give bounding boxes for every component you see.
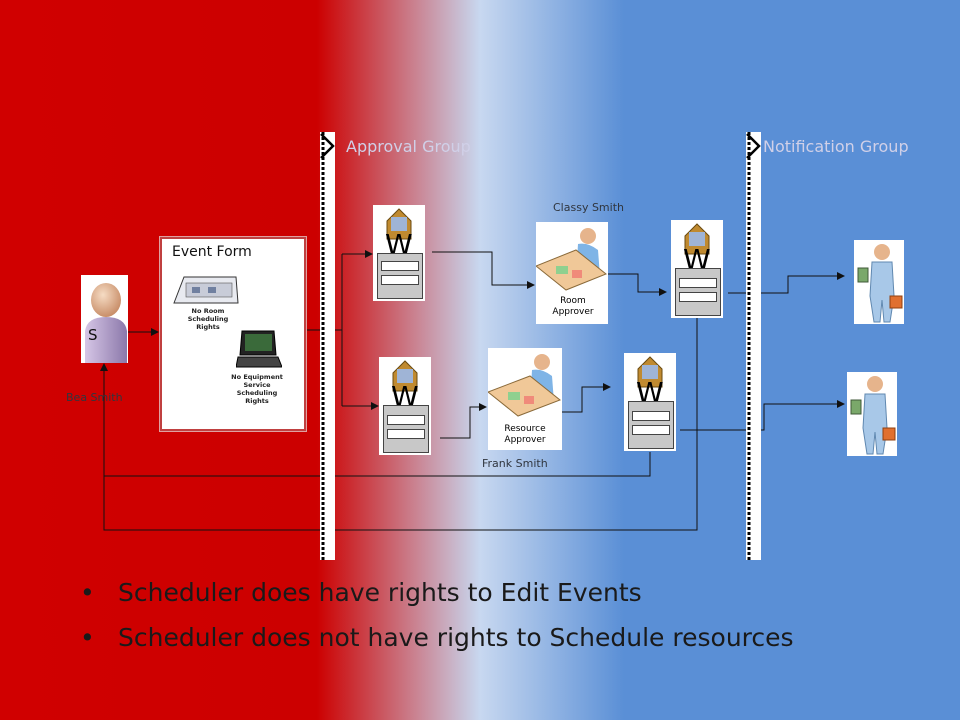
approver-at-desk-icon bbox=[488, 354, 561, 417]
event-form-title: Event Form bbox=[172, 244, 252, 260]
room-approver-label: Room Approver bbox=[544, 296, 602, 318]
room-workflow-icon: W bbox=[373, 205, 425, 301]
resource-approver-label: Resource Approver bbox=[494, 424, 556, 446]
notification-group-title: Notification Group bbox=[763, 137, 909, 156]
arrow-resource-approver-to-result bbox=[562, 383, 611, 413]
room-approver-card: Room Approver bbox=[536, 222, 608, 324]
laptop-icon bbox=[236, 330, 282, 368]
approval-group-title: Approval Group bbox=[346, 137, 471, 156]
scheduler-name: Bea Smith bbox=[66, 391, 123, 404]
arrow-resource-to-notify bbox=[680, 400, 845, 431]
summary-bullets: Scheduler does have rights to Edit Event… bbox=[80, 574, 794, 664]
room-result-workflow-icon: W bbox=[671, 220, 723, 318]
arrow-to-resource-approver bbox=[440, 403, 487, 439]
resource-approver-card: Resource Approver bbox=[488, 348, 562, 450]
bullet-item: Scheduler does have rights to Edit Event… bbox=[80, 574, 794, 619]
scheduler-person-icon bbox=[81, 275, 128, 363]
equipment-rights-label: No Equipment Service Scheduling Rights bbox=[231, 373, 283, 405]
notified-recipient-1 bbox=[854, 240, 904, 324]
room-approver-name: Classy Smith bbox=[553, 201, 624, 214]
person-with-briefcase-icon bbox=[850, 376, 896, 455]
resource-result-workflow-icon: W bbox=[624, 353, 676, 451]
bullet-item: Scheduler does not have rights to Schedu… bbox=[80, 619, 794, 664]
loop-room-to-scheduler bbox=[103, 318, 698, 531]
notified-recipient-2 bbox=[847, 372, 897, 456]
room-rights-label: No Room Scheduling Rights bbox=[187, 307, 229, 331]
arrow-room-approver-to-result bbox=[608, 273, 667, 296]
scheduler-initial: S bbox=[88, 326, 98, 344]
arrow-to-room-approver bbox=[432, 251, 535, 289]
resource-workflow-icon: W bbox=[379, 357, 431, 455]
loop-resource-to-scheduler bbox=[100, 363, 651, 477]
approval-group-divider bbox=[320, 132, 335, 560]
room-icon bbox=[173, 276, 239, 304]
event-form-card: Event Form No Room Scheduling Rights No … bbox=[160, 237, 306, 431]
approver-at-desk-icon bbox=[536, 228, 607, 291]
resource-approver-name: Frank Smith bbox=[482, 457, 548, 470]
notification-group-divider bbox=[746, 132, 761, 560]
person-with-briefcase-icon bbox=[857, 244, 903, 323]
